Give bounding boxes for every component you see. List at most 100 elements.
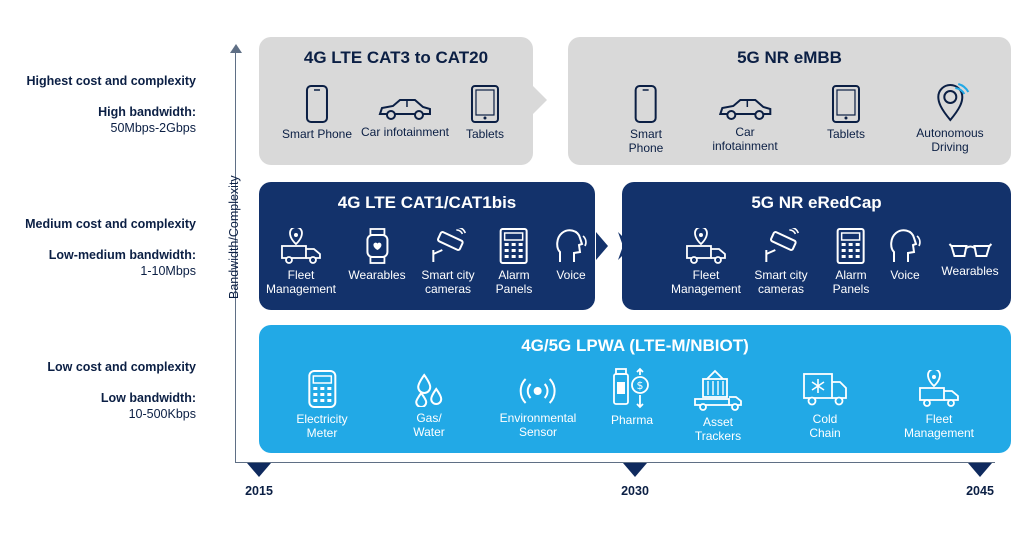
security-camera-icon (765, 228, 799, 262)
autonomous-driving-icon (936, 83, 969, 122)
item-label: Alarm Panels (495, 268, 533, 296)
tablet-icon (832, 85, 860, 123)
box-title: 4G/5G LPWA (LTE-M/NBIOT) (521, 336, 749, 355)
year-marker-2030 (623, 463, 647, 477)
year-marker-2045 (968, 463, 992, 477)
fleet-truck-icon (686, 228, 726, 264)
item-fleet-management: Fleet Management (904, 370, 974, 440)
item-label: Fleet Management (670, 268, 742, 296)
pharma-icon: $ (613, 367, 649, 409)
item-label: Car infotainment (712, 125, 778, 153)
tablet-icon (471, 85, 499, 123)
cold-chain-truck-icon (803, 373, 847, 406)
tier-low-title: Low cost and complexity (47, 360, 196, 374)
tier-high-title: Highest cost and complexity (26, 74, 196, 88)
box-4g-lte-cat3-cat20: 4G LTE CAT3 to CAT20 Smart Phone Car inf… (259, 37, 533, 165)
item-electricity-meter: Electricity Meter (296, 370, 348, 440)
y-axis-arrow (230, 44, 242, 53)
tier-low-bandwidth: Low bandwidth: 10-500Kbps (101, 390, 196, 422)
year-marker-2015 (247, 463, 271, 477)
item-label: Alarm Panels (832, 268, 870, 296)
item-alarm-panels: Alarm Panels (832, 228, 870, 296)
item-label: Fleet Management (903, 412, 975, 440)
item-label: Autonomous Driving (916, 126, 984, 154)
item-asset-trackers: Asset Trackers (693, 367, 743, 443)
water-drops-icon (414, 373, 443, 407)
item-label: Fleet Management (265, 268, 337, 296)
tier-medium-bandwidth: Low-medium bandwidth: 1-10Mbps (49, 247, 196, 279)
smartwatch-icon (365, 228, 388, 264)
item-label: Voice (890, 268, 920, 282)
item-wearables: Wearables (941, 240, 999, 278)
item-voice: Voice (554, 228, 588, 282)
svg-text:$: $ (637, 379, 644, 392)
item-label: Gas/ Water (413, 411, 445, 439)
smart-glasses-icon (948, 243, 992, 257)
item-smart-phone: Smart Phone (629, 85, 663, 155)
voice-icon (556, 229, 587, 262)
item-fleet-management: Fleet Management (266, 228, 336, 296)
smartphone-icon (305, 85, 328, 123)
item-label: Smart city cameras (754, 268, 808, 296)
item-label: Environmental Sensor (499, 411, 577, 439)
security-camera-icon (432, 228, 466, 262)
box-5g-nr-eredcap: 5G NR eRedCap Fleet Management Smart cit… (622, 182, 1011, 310)
item-smart-phone: Smart Phone (282, 85, 352, 141)
box-title: 4G LTE CAT3 to CAT20 (303, 48, 489, 67)
item-label: Tablets (465, 127, 505, 141)
item-smart-city-cameras: Smart city cameras (421, 228, 475, 296)
electricity-meter-icon (308, 370, 336, 408)
year-label-2015: 2015 (245, 484, 273, 498)
item-label: Smart city cameras (421, 268, 475, 296)
tier-high-bandwidth: High bandwidth: 50Mbps-2Gbps (98, 104, 196, 136)
car-icon (718, 99, 771, 120)
item-fleet-management: Fleet Management (671, 228, 741, 296)
item-car-infotainment: Car infotainment (361, 97, 449, 139)
box-title: 5G NR eMBB (737, 48, 842, 67)
fleet-truck-icon (281, 228, 321, 264)
year-label-2045: 2045 (966, 484, 994, 498)
item-label: Car infotainment (360, 125, 450, 139)
car-icon (378, 99, 431, 120)
item-alarm-panels: Alarm Panels (495, 228, 533, 296)
item-environmental-sensor: Environmental Sensor (499, 375, 577, 439)
tier-high-bandwidth-title: High bandwidth: (98, 105, 196, 119)
fleet-truck-icon (919, 370, 959, 407)
box-4g-lte-cat1-cat1bis: 4G LTE CAT1/CAT1bis Fleet Management Wea… (259, 182, 595, 310)
item-label: Voice (556, 268, 586, 282)
item-label: Wearables (348, 268, 406, 282)
box-5g-nr-embb: 5G NR eMBB Smart Phone Car infotainment … (568, 37, 1011, 165)
box-4g-5g-lpwa: 4G/5G LPWA (LTE-M/NBIOT) Electricity Met… (259, 325, 1011, 453)
item-label: Tablets (826, 127, 866, 141)
y-axis-line (235, 50, 236, 462)
box-title: 5G NR eRedCap (751, 193, 882, 212)
item-autonomous-driving: Autonomous Driving (916, 82, 984, 154)
year-label-2030: 2030 (621, 484, 649, 498)
item-label: Electricity Meter (296, 412, 348, 440)
tier-medium-bandwidth-title: Low-medium bandwidth: (48, 248, 196, 262)
voice-icon (890, 229, 921, 262)
x-axis-line (235, 462, 995, 463)
arrow-chevron-row1 (533, 86, 547, 114)
item-label: Smart Phone (281, 127, 353, 141)
tier-low-bandwidth-title: Low bandwidth: (100, 391, 196, 405)
item-label: Pharma (610, 413, 654, 427)
alarm-panel-icon (499, 228, 528, 264)
item-label: Asset Trackers (694, 415, 742, 443)
item-pharma: $ Pharma (611, 367, 653, 427)
y-axis-label: Bandwidth/Complexity (227, 175, 241, 299)
alarm-panel-icon (836, 228, 865, 264)
item-tablets: Tablets (827, 85, 865, 141)
tier-high-label: Highest cost and complexity (27, 73, 196, 89)
container-truck-icon (694, 369, 742, 411)
item-gas-water: Gas/ Water (413, 373, 445, 439)
tier-medium-title: Medium cost and complexity (25, 217, 196, 231)
sensor-signal-icon (520, 378, 556, 404)
item-tablets: Tablets (466, 85, 504, 141)
tier-low-label: Low cost and complexity (47, 359, 196, 375)
tier-high-bandwidth-value: 50Mbps-2Gbps (110, 121, 196, 135)
smartphone-icon (634, 85, 657, 123)
tier-medium-label: Medium cost and complexity (25, 216, 196, 232)
item-smart-city-cameras: Smart city cameras (754, 228, 808, 296)
item-label: Cold Chain (809, 412, 841, 440)
